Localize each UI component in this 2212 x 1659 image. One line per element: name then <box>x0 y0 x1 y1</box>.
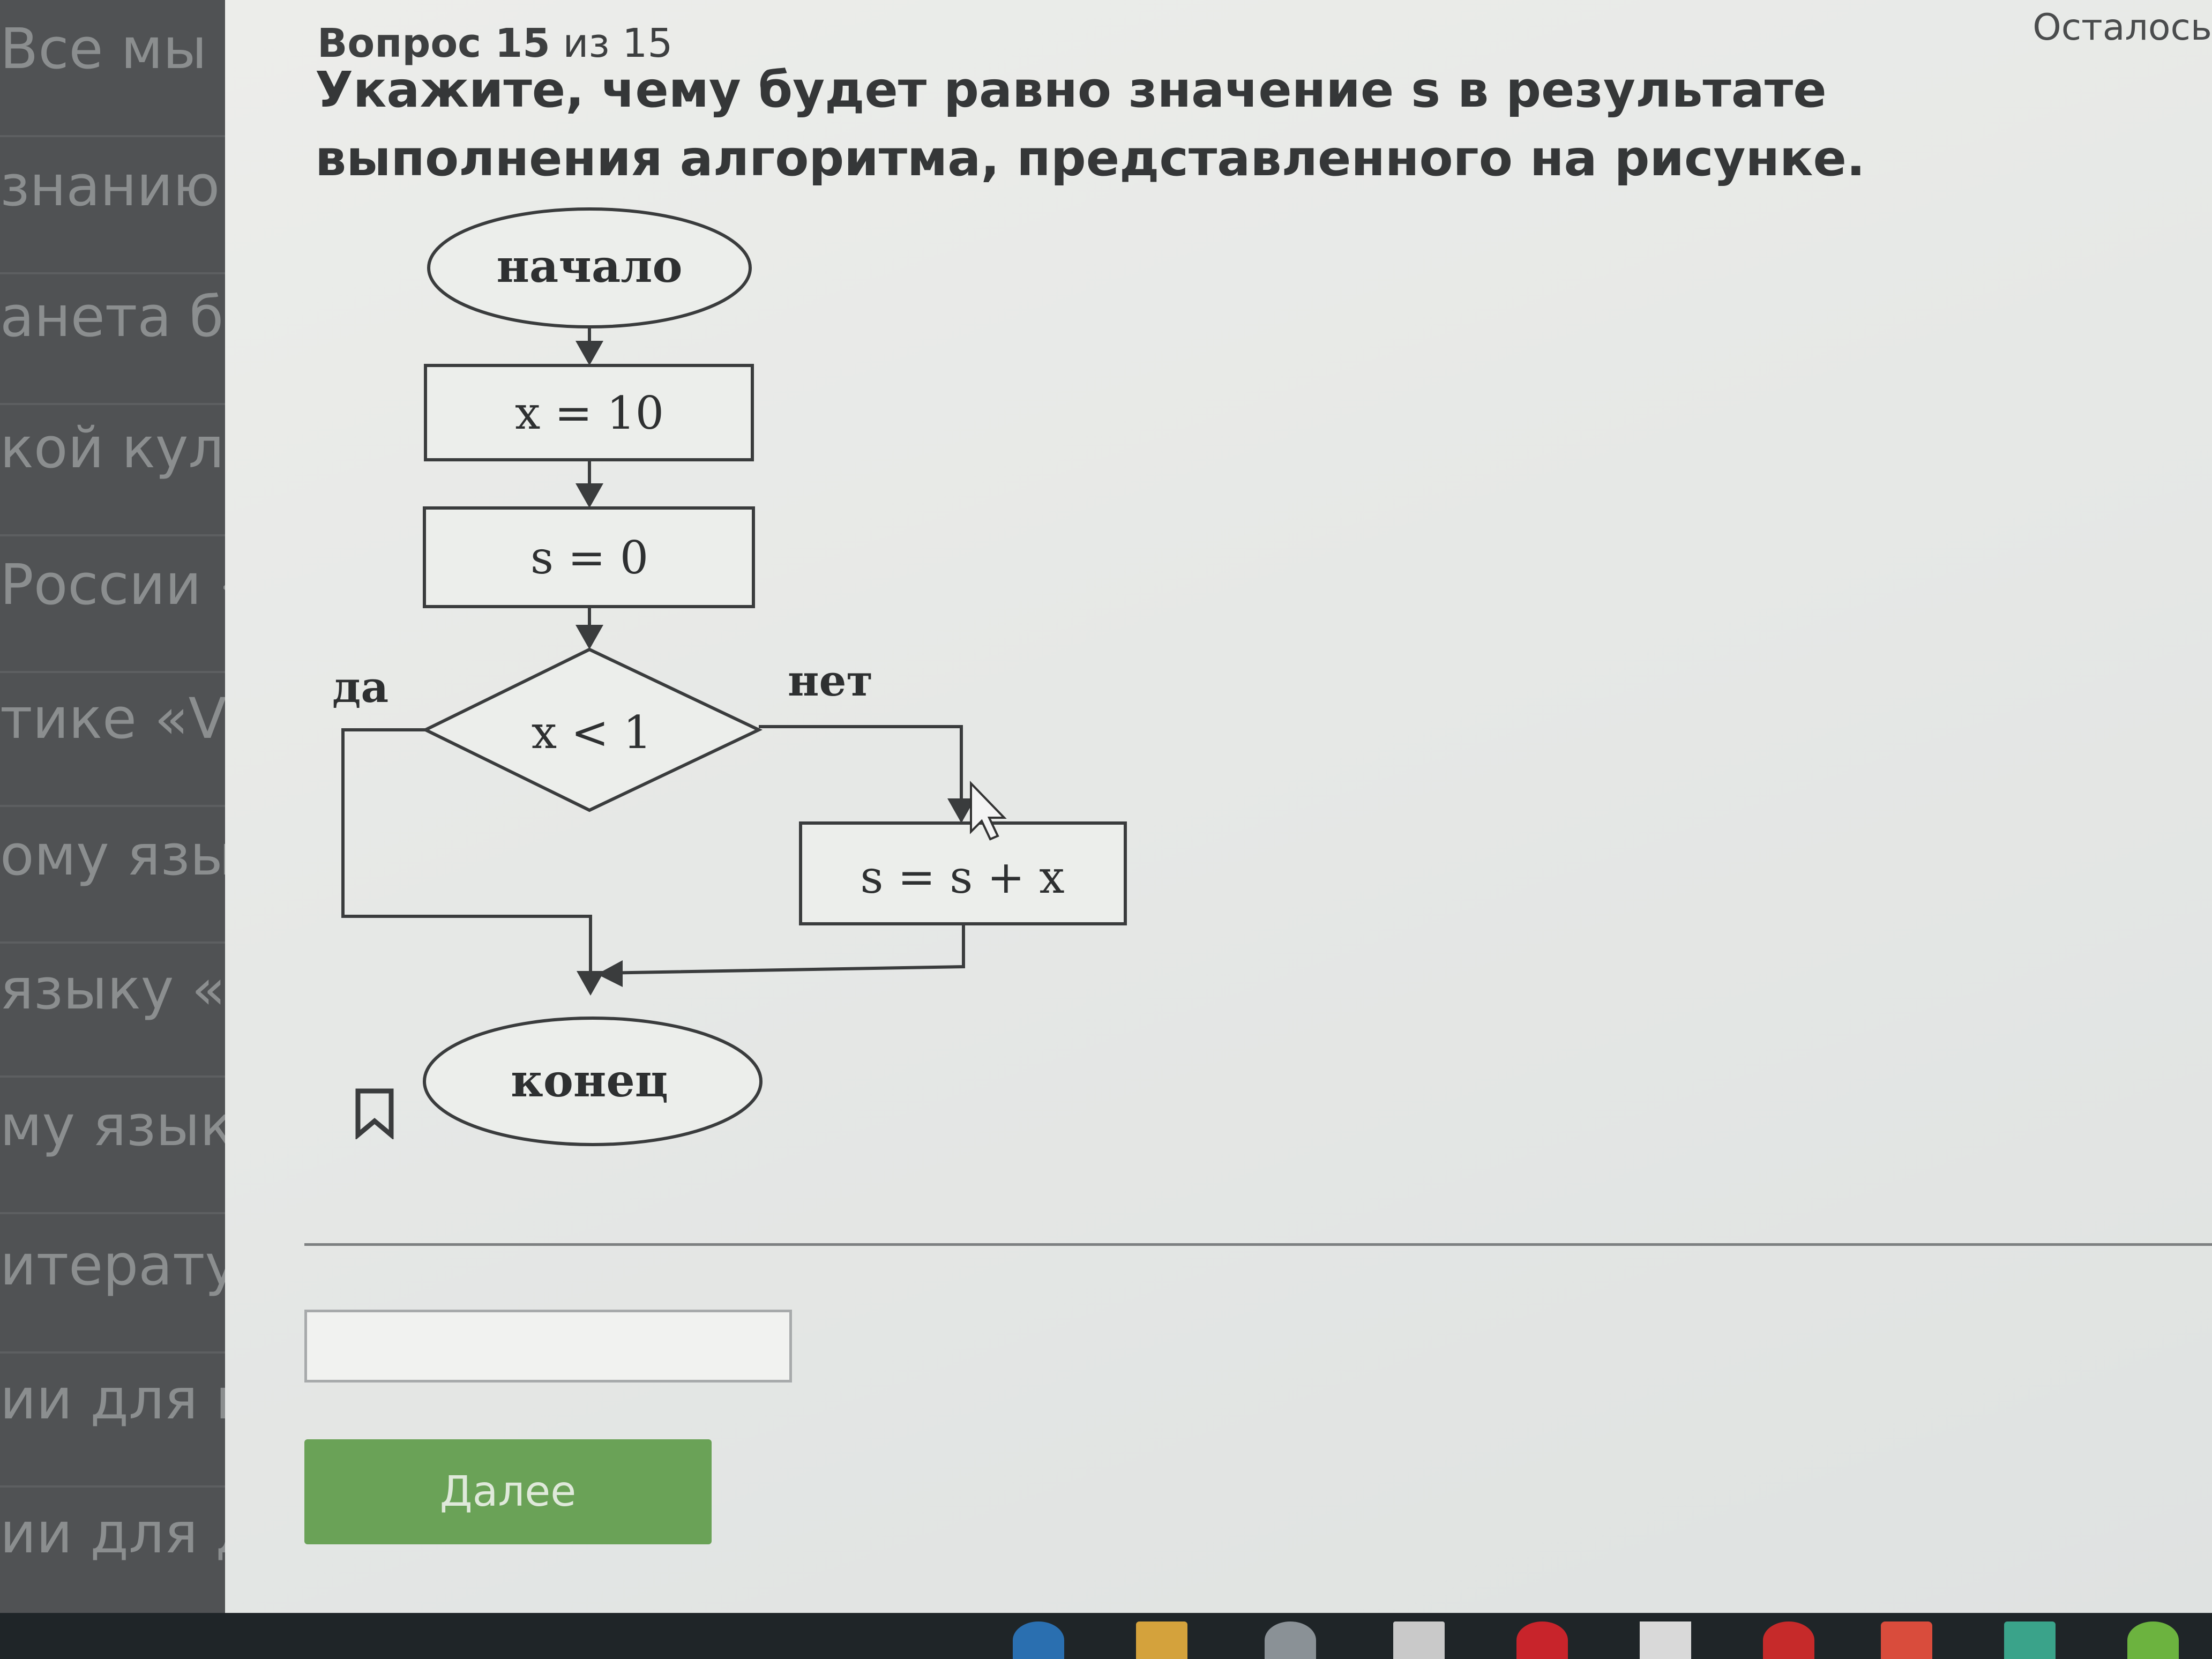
sidebar-item[interactable]: ии для м <box>0 1350 258 1488</box>
chart-app-icon[interactable] <box>2004 1621 2056 1659</box>
sidebar-item-label: тике «VR <box>0 686 266 751</box>
sidebar-item[interactable]: языку « <box>0 940 236 1078</box>
search-icon[interactable] <box>1265 1621 1316 1659</box>
sidebar-item[interactable]: ому язык <box>0 806 267 944</box>
end-terminal <box>423 1017 763 1146</box>
condition-diamond <box>422 647 763 812</box>
end-label: конец <box>511 1054 668 1107</box>
sidebar-item[interactable]: России « <box>0 536 253 673</box>
question-counter: Вопрос 15 из 15 <box>317 20 672 66</box>
document-icon[interactable] <box>1393 1621 1445 1659</box>
question-text: Укажите, чему будет равно значение s в р… <box>315 61 1865 187</box>
browser-icon[interactable] <box>1013 1621 1064 1659</box>
mouse-cursor-icon <box>970 781 1007 841</box>
flowchart: начало x = 10 s = 0 x < 1 s = s + x коне… <box>332 207 1127 1146</box>
question-number: Вопрос 15 <box>317 20 550 66</box>
accumulate-block <box>799 821 1127 925</box>
sidebar-item-label: анета бе <box>0 284 258 349</box>
sidebar-item[interactable]: итерату <box>0 1216 238 1354</box>
assign-s-block <box>423 506 755 608</box>
yes-branch-label: да <box>332 662 388 712</box>
sidebar-item[interactable]: му языку <box>0 1077 266 1214</box>
next-button[interactable]: Далее <box>304 1439 712 1544</box>
course-sidebar: Все мы - знанию « анета бе кой культ Рос… <box>0 0 289 1621</box>
bookmark-icon[interactable] <box>354 1088 395 1139</box>
antivirus-icon[interactable] <box>1763 1621 1814 1659</box>
question-total: из 15 <box>563 20 673 66</box>
no-branch-label: нет <box>788 655 873 706</box>
sidebar-item-label: языку « <box>0 956 226 1022</box>
sidebar-item-label: ии для д <box>0 1500 255 1566</box>
sidebar-item-label: му языку <box>0 1093 267 1159</box>
folder-icon[interactable] <box>1136 1621 1187 1659</box>
time-remaining-label: Осталось <box>2032 6 2212 49</box>
sidebar-item-label: ии для м <box>0 1366 258 1432</box>
sidebar-item[interactable]: знанию « <box>0 137 272 274</box>
phone-icon[interactable] <box>2127 1621 2179 1659</box>
assign-x-block <box>424 364 754 461</box>
condition-label: x < 1 <box>532 706 652 759</box>
sidebar-item[interactable]: Все мы - <box>0 0 245 137</box>
sidebar-item-label: России « <box>0 552 253 617</box>
sidebar-item[interactable]: тике «VR <box>0 670 265 807</box>
sidebar-item[interactable]: кой культ <box>0 399 289 536</box>
divider <box>304 1243 2212 1246</box>
sidebar-item-label: ому язык <box>0 823 268 888</box>
sidebar-item-label: итерату <box>0 1232 238 1298</box>
sidebar-item-label: Все мы - <box>0 16 245 81</box>
answer-input[interactable] <box>304 1310 792 1382</box>
step1-label: x = 10 <box>515 387 664 439</box>
step2-label: s = 0 <box>530 532 648 584</box>
sidebar-item[interactable]: анета бе <box>0 268 258 405</box>
start-label: начало <box>496 240 682 293</box>
taskbar <box>0 1613 2212 1659</box>
opera-icon[interactable] <box>1516 1621 1568 1659</box>
yandex-icon[interactable] <box>1881 1621 1932 1659</box>
sidebar-item[interactable]: ии для д <box>0 1484 254 1621</box>
step3-label: s = s + x <box>860 851 1064 903</box>
question-panel: Вопрос 15 из 15 Осталось Укажите, чему б… <box>225 0 2212 1613</box>
mail-icon[interactable] <box>1640 1621 1691 1659</box>
